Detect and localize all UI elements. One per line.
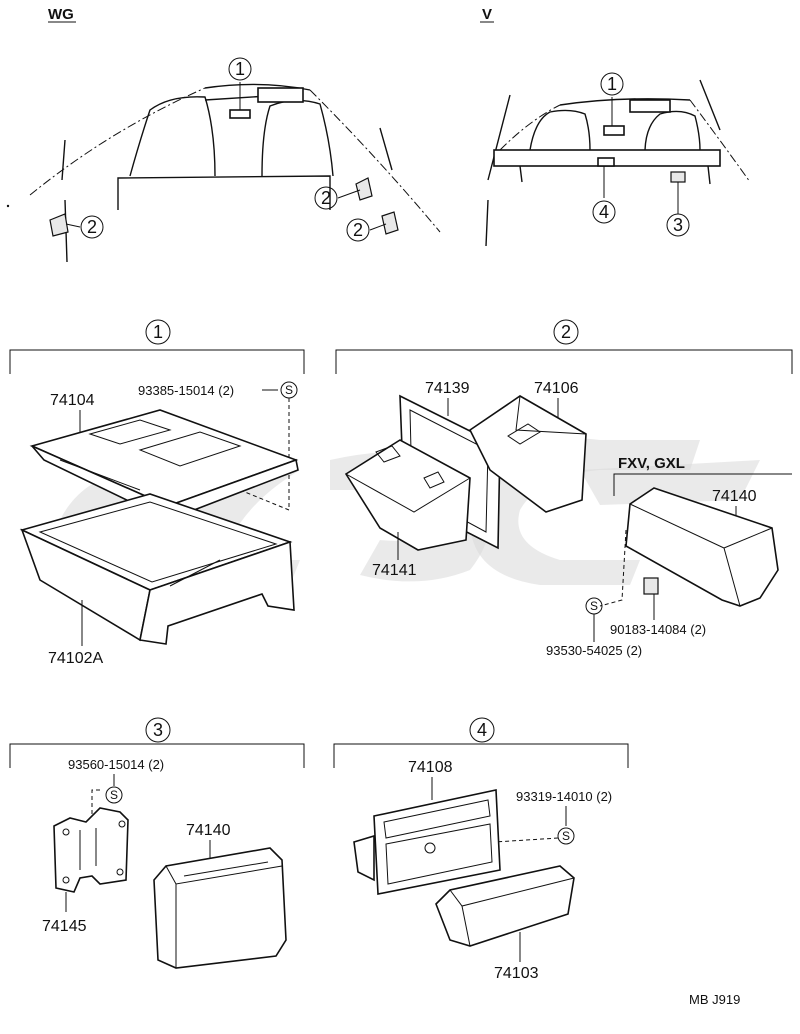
part-74102a-label: 74102A bbox=[48, 650, 103, 667]
section-1: 1 74104 93385-15014 (2) S 74102A bbox=[9, 319, 305, 667]
s-mark-2: S bbox=[590, 599, 598, 613]
wg-overview: WG 1 2 2 2 bbox=[6, 6, 441, 263]
part-74141-label: 74141 bbox=[372, 562, 417, 579]
part-74140-label-b: 74140 bbox=[186, 822, 231, 839]
diagram-code: MB J919 bbox=[689, 992, 740, 1007]
part-74103-label: 74103 bbox=[494, 965, 539, 982]
section-1-number: 1 bbox=[153, 322, 163, 342]
section-3: 3 93560-15014 (2) S 74145 74140 bbox=[9, 717, 305, 969]
v-overview: V 1 4 3 bbox=[480, 6, 751, 247]
part-74145-label: 74145 bbox=[42, 918, 87, 935]
wg-view-label: WG bbox=[48, 6, 74, 23]
v-callout-4: 4 bbox=[599, 202, 609, 222]
part-74106-label: 74106 bbox=[534, 380, 579, 397]
wg-callout-2a: 2 bbox=[87, 217, 97, 237]
section-2-number: 2 bbox=[561, 322, 571, 342]
nut-90183-label: 90183-14084 (2) bbox=[610, 622, 706, 637]
v-view-label: V bbox=[482, 6, 492, 23]
s-mark-3: S bbox=[110, 788, 118, 802]
screw-93560-label: 93560-15014 (2) bbox=[68, 757, 164, 772]
section-4-number: 4 bbox=[477, 720, 487, 740]
part-74139-label: 74139 bbox=[425, 380, 470, 397]
s-mark-4: S bbox=[562, 829, 570, 843]
v-callout-3: 3 bbox=[673, 215, 683, 235]
screw-93530-label: 93530-54025 (2) bbox=[546, 643, 642, 658]
part-74140-label-a: 74140 bbox=[712, 488, 757, 505]
v-callout-1: 1 bbox=[607, 74, 617, 94]
wg-callout-2b: 2 bbox=[321, 188, 331, 208]
wg-callout-1: 1 bbox=[235, 59, 245, 79]
section-2: 2 74139 74106 74141 FXV, GXL 74140 S 901… bbox=[335, 319, 793, 658]
part-74108-label: 74108 bbox=[408, 759, 453, 776]
wg-callout-2c: 2 bbox=[353, 220, 363, 240]
variant-label: FXV, GXL bbox=[618, 455, 685, 472]
screw-93319-label: 93319-14010 (2) bbox=[516, 789, 612, 804]
screw-93385-label: 93385-15014 (2) bbox=[138, 383, 234, 398]
section-3-number: 3 bbox=[153, 720, 163, 740]
part-74104-label: 74104 bbox=[50, 392, 95, 409]
section-4: 4 74108 93319-14010 (2) S 74103 bbox=[333, 717, 629, 982]
s-mark-1: S bbox=[285, 383, 293, 397]
